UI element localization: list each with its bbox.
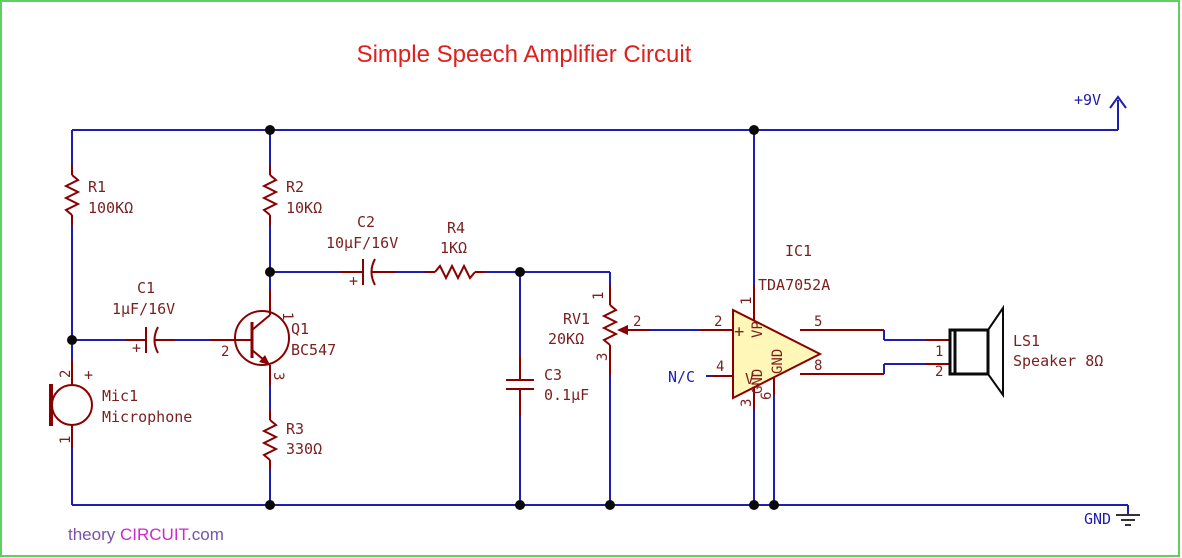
junction-dots [67, 125, 779, 510]
r2-ref: R2 [286, 178, 304, 196]
ic1-pin-8: 8 [814, 358, 822, 374]
c3-ref: C3 [544, 366, 562, 384]
ls1-value: Speaker 8Ω [1013, 352, 1103, 370]
mic1-polarity: + [84, 366, 93, 384]
rv1-pin-2: 2 [633, 314, 641, 330]
q1-value: BC547 [291, 341, 336, 359]
ic1-pin-3: 3 [739, 399, 755, 407]
mic1-ref: Mic1 [102, 387, 138, 405]
r4-value: 1KΩ [440, 239, 467, 257]
resistor-r2: R2 10KΩ [261, 165, 322, 225]
ic1-pin-2: 2 [714, 314, 722, 330]
resistor-r3: R3 330Ω [261, 410, 322, 470]
c2-value: 10µF/16V [326, 234, 398, 252]
ic1-pin-5: 5 [814, 314, 822, 330]
c1-ref: C1 [137, 279, 155, 297]
resistor-r1: R1 100KΩ [63, 165, 133, 225]
ic1-ref: IC1 [785, 242, 812, 260]
transistor-q1: 2 1 3 Q1 BC547 [210, 290, 336, 385]
ic1-nc-label: N/C [668, 368, 695, 386]
mic1-pin-1: 1 [58, 436, 74, 444]
r1-ref: R1 [88, 178, 106, 196]
site-watermark: theory CIRCUIT.com [68, 525, 224, 544]
ic1-gnd-a: GND [750, 369, 766, 394]
potentiometer-rv1: 1 2 3 RV1 20KΩ [548, 285, 650, 375]
watermark-part1: theory [68, 525, 120, 544]
wires [71, 100, 1129, 515]
mic1-pin-2: 2 [58, 370, 74, 378]
rv1-value: 20KΩ [548, 330, 584, 348]
capacitor-c2: + C2 10µF/16V [326, 213, 398, 290]
mic1-value: Microphone [102, 408, 192, 426]
watermark-part3: .com [187, 525, 224, 544]
gnd-label: GND [1084, 510, 1111, 528]
gnd-symbol: GND [1084, 510, 1140, 528]
c1-value: 1µF/16V [112, 300, 175, 318]
r4-ref: R4 [447, 219, 465, 237]
ls1-ref: LS1 [1013, 332, 1040, 350]
c1-polarity: + [132, 339, 141, 357]
vcc-label: +9V [1074, 91, 1101, 109]
rv1-pin-3: 3 [595, 353, 611, 361]
microphone-mic1: 2 + 1 Mic1 Microphone [49, 360, 192, 448]
r2-value: 10KΩ [286, 199, 322, 217]
c2-polarity: + [349, 272, 358, 290]
ls1-pin-1: 1 [935, 344, 943, 360]
q1-ref: Q1 [291, 320, 309, 338]
ic1-plus: + [734, 322, 744, 342]
r1-value: 100KΩ [88, 199, 133, 217]
ic1-pin-4: 4 [716, 359, 724, 375]
amplifier-ic1: + V GND GND VP 2 4 1 3 6 5 8 IC1 TDA7052… [668, 242, 884, 410]
capacitor-c1: + C1 1µF/16V [112, 279, 175, 357]
q1-pin-b: 2 [221, 344, 229, 360]
capacitor-c3: C3 0.1µF [506, 355, 589, 415]
rv1-ref: RV1 [563, 310, 590, 328]
q1-pin-e: 3 [270, 372, 286, 380]
rv1-pin-1: 1 [591, 292, 607, 300]
ic1-pin-1: 1 [739, 297, 755, 305]
resistor-r4: R4 1KΩ [425, 219, 485, 281]
ic1-vp: VP [750, 321, 766, 338]
ic1-pin-6: 6 [759, 392, 775, 400]
c3-value: 0.1µF [544, 386, 589, 404]
circuit-title: Simple Speech Amplifier Circuit [357, 41, 692, 68]
c2-ref: C2 [357, 213, 375, 231]
ic1-gnd-b: GND [770, 349, 786, 374]
ls1-pin-2: 2 [935, 364, 943, 380]
svg-text:theory CIRCUIT.com: theory CIRCUIT.com [68, 525, 224, 544]
ic1-value: TDA7052A [758, 276, 830, 294]
vcc-symbol: +9V [1074, 91, 1127, 109]
r3-value: 330Ω [286, 440, 322, 458]
ic1-v-label: V [745, 370, 754, 388]
r3-ref: R3 [286, 420, 304, 438]
speaker-ls1: 1 2 LS1 Speaker 8Ω [925, 304, 1103, 399]
q1-pin-c: 1 [279, 312, 295, 320]
watermark-part2: CIRCUIT [120, 525, 189, 544]
